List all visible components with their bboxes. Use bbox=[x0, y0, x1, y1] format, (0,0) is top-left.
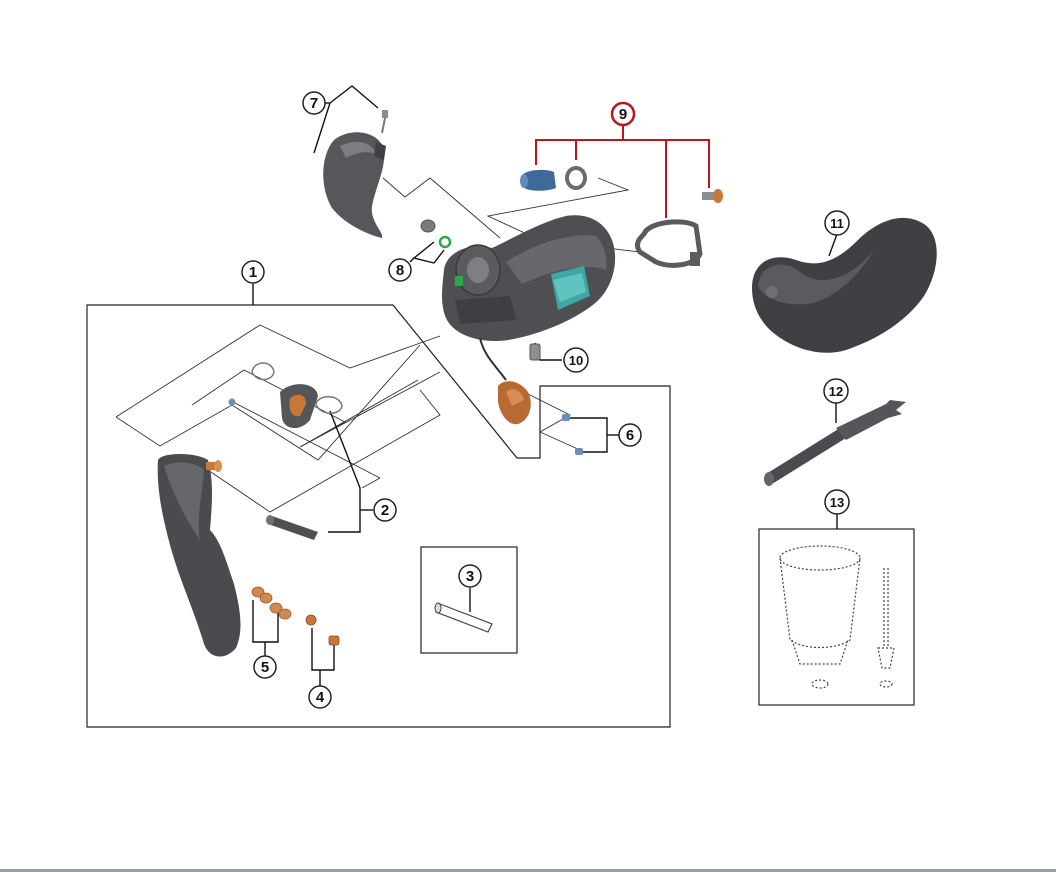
blue-plug-part bbox=[520, 169, 556, 191]
small-screws bbox=[562, 414, 583, 455]
adjust-nuts-parts bbox=[305, 614, 340, 646]
tool-part bbox=[764, 400, 906, 486]
callout-3: 3 bbox=[458, 564, 482, 588]
callout-5: 5 bbox=[253, 655, 277, 679]
main-body-part bbox=[442, 215, 616, 342]
bleed-kit-frame bbox=[758, 528, 915, 706]
callout-1: 1 bbox=[241, 260, 265, 284]
pin-detail-frame bbox=[420, 546, 518, 654]
clamp-band-part bbox=[635, 219, 703, 268]
callout-8: 8 bbox=[388, 258, 412, 282]
callout-2-label: 2 bbox=[381, 502, 389, 519]
bleed-cup-part bbox=[779, 545, 861, 689]
callout-9: 9 bbox=[610, 101, 636, 127]
pivot-pin-part bbox=[266, 515, 318, 540]
callout-10: 10 bbox=[563, 347, 589, 373]
lever-assembly-frame bbox=[86, 304, 671, 728]
callout-11-label: 11 bbox=[830, 216, 844, 231]
callout-9-bracket bbox=[535, 125, 710, 218]
callout-4: 4 bbox=[308, 685, 332, 709]
return-spring-parts bbox=[228, 362, 343, 429]
pin-part bbox=[434, 602, 493, 633]
cover-part bbox=[323, 132, 386, 238]
callout-11: 11 bbox=[824, 210, 850, 236]
brake-lever-part bbox=[157, 454, 241, 657]
small-washer-parts bbox=[420, 219, 452, 249]
adjust-springs-parts bbox=[251, 586, 292, 620]
washer-part bbox=[565, 166, 587, 190]
callout-4-label: 4 bbox=[316, 689, 325, 706]
clamp-bolt-part bbox=[702, 189, 723, 203]
callout-12: 12 bbox=[823, 378, 849, 404]
bottom-divider bbox=[0, 869, 1056, 872]
bleed-funnel-part bbox=[877, 568, 895, 688]
bleed-screw-part bbox=[529, 343, 541, 361]
callout-10-label: 10 bbox=[569, 353, 583, 368]
cover-screw bbox=[381, 110, 388, 134]
callout-9-label: 9 bbox=[619, 106, 627, 123]
callout-6: 6 bbox=[618, 423, 642, 447]
hood-cover-part bbox=[752, 217, 937, 353]
wire-connector-part bbox=[479, 337, 531, 425]
callout-1-label: 1 bbox=[249, 264, 257, 281]
callout-2: 2 bbox=[373, 498, 397, 522]
callout-12-label: 12 bbox=[829, 384, 843, 399]
callout-6-label: 6 bbox=[626, 427, 634, 444]
callout-13: 13 bbox=[824, 489, 850, 515]
callout-7-label: 7 bbox=[310, 95, 318, 112]
callout-8-label: 8 bbox=[396, 262, 404, 279]
callout-5-label: 5 bbox=[261, 659, 269, 676]
callout-7: 7 bbox=[302, 91, 326, 115]
callout-3-label: 3 bbox=[466, 568, 474, 585]
callout-13-label: 13 bbox=[830, 495, 844, 510]
